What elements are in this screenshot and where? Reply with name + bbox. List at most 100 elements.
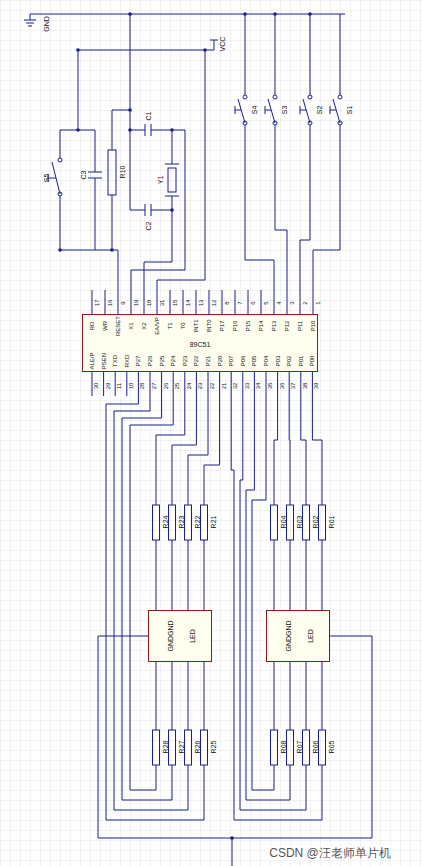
pin-name: P24: [170, 356, 176, 367]
pin-number: 5: [263, 301, 269, 304]
resistor-label: R22: [194, 516, 201, 529]
pin-number: 25: [174, 383, 180, 390]
part-label: S1: [346, 106, 353, 115]
pin-number: 37: [290, 383, 296, 390]
pin-number: 13: [198, 300, 204, 307]
pin-number: 12: [211, 300, 217, 307]
part-label: C1: [145, 112, 152, 121]
resistor-label: R25: [210, 741, 217, 754]
pin-name: P13: [271, 321, 277, 332]
pin-number: 4: [276, 301, 282, 304]
part-label: S2: [316, 106, 323, 115]
display-text: LED: [306, 629, 313, 643]
resistor-symbol: [108, 150, 116, 195]
resistor-label: R28: [162, 741, 169, 754]
pin-name: P16: [232, 321, 238, 332]
pin-number: 19: [133, 300, 139, 307]
resistor-label: R26: [194, 741, 201, 754]
crystal-symbol: [165, 164, 179, 196]
pin-number: 3: [289, 301, 295, 304]
switch-contact: [58, 158, 62, 162]
button-wire: [245, 14, 340, 290]
capacitor-symbol: [145, 124, 151, 216]
display-text: LED: [188, 629, 195, 643]
led-display: GNDGNDLED: [148, 610, 212, 662]
pin-number: 24: [186, 383, 192, 390]
display-text: GNDGND: [285, 620, 292, 651]
resistor-label: R08: [280, 741, 287, 754]
pin-number: 9: [120, 301, 126, 304]
chip-name: 89C51: [190, 341, 211, 348]
pin-number: 28: [139, 383, 145, 390]
pin-number: 10: [128, 383, 134, 390]
resistor-label: R27: [178, 741, 185, 754]
pin-name: P14: [258, 321, 264, 332]
pin-number: 15: [172, 300, 178, 307]
pin-number: 27: [151, 383, 157, 390]
part-label: S3: [281, 106, 288, 115]
junction-dot: [58, 12, 312, 840]
pin-name: P05: [251, 356, 257, 367]
pin-number: 7: [237, 301, 243, 304]
resistor-label: R05: [328, 741, 335, 754]
pin-number: 29: [105, 383, 111, 390]
pin-name: INT0: [206, 319, 212, 332]
resistor-label: R21: [210, 516, 217, 529]
reset-circuit-wire: [60, 50, 130, 290]
crystal-symbol: [168, 168, 176, 192]
resistor-label: R02: [312, 516, 319, 529]
net-label: VCC: [219, 37, 226, 52]
pin-number: 18: [146, 300, 152, 307]
part-label: R10: [119, 166, 126, 179]
part-label: C2: [145, 222, 152, 231]
pin-name: P23: [182, 356, 188, 367]
segment-wire: [106, 396, 220, 820]
part-label: C3: [80, 171, 87, 180]
segment-wire: [231, 396, 322, 820]
pin-number: 23: [197, 383, 203, 390]
pin-name: X1: [128, 322, 134, 329]
pin-number: 17: [94, 300, 100, 307]
resistor-label: R24: [162, 516, 169, 529]
pin-name: INT1: [193, 319, 199, 332]
pin-name: P25: [159, 356, 165, 367]
pin-name: P15: [245, 321, 251, 332]
led-display: GNDGND LED: [266, 610, 330, 662]
pin-number: 31: [159, 300, 165, 307]
vcc-rail: [78, 40, 218, 50]
crystal-circuit-wire: [130, 14, 185, 290]
pin-name: P00: [309, 356, 315, 367]
pin-name: X2: [141, 322, 147, 329]
pin-number: 38: [302, 383, 308, 390]
switch-contact: [243, 95, 342, 125]
capacitor-symbol: [88, 172, 102, 178]
pin-name: P17: [219, 321, 225, 332]
pin-number: 14: [185, 300, 191, 307]
resistor-label: R03: [296, 516, 303, 529]
pin-number: 2: [302, 301, 308, 304]
switch-symbol: [235, 99, 340, 123]
watermark: CSDN @汪老师单片机: [267, 846, 393, 860]
pin-number: 36: [279, 383, 285, 390]
pin-number: 16: [107, 300, 113, 307]
pin-name: TXD: [112, 355, 118, 367]
resistor-label: R01: [328, 516, 335, 529]
part-label: S4: [251, 106, 258, 115]
switch-symbol: [48, 162, 60, 194]
pin-number: 22: [209, 383, 215, 390]
pin-number: 8: [224, 301, 230, 304]
pin-name: P02: [286, 356, 292, 367]
pin-name: P11: [297, 321, 303, 331]
resistor-label: R04: [280, 516, 287, 529]
pin-name: ALE/P: [89, 352, 95, 369]
resistor-label: R07: [296, 741, 303, 754]
pin-name: P10: [310, 321, 316, 332]
pin-number: 26: [163, 383, 169, 390]
pin-name: P01: [298, 356, 304, 367]
pin-name: P03: [275, 356, 281, 367]
switch-contact: [58, 192, 62, 196]
resistor-label: R06: [312, 741, 319, 754]
